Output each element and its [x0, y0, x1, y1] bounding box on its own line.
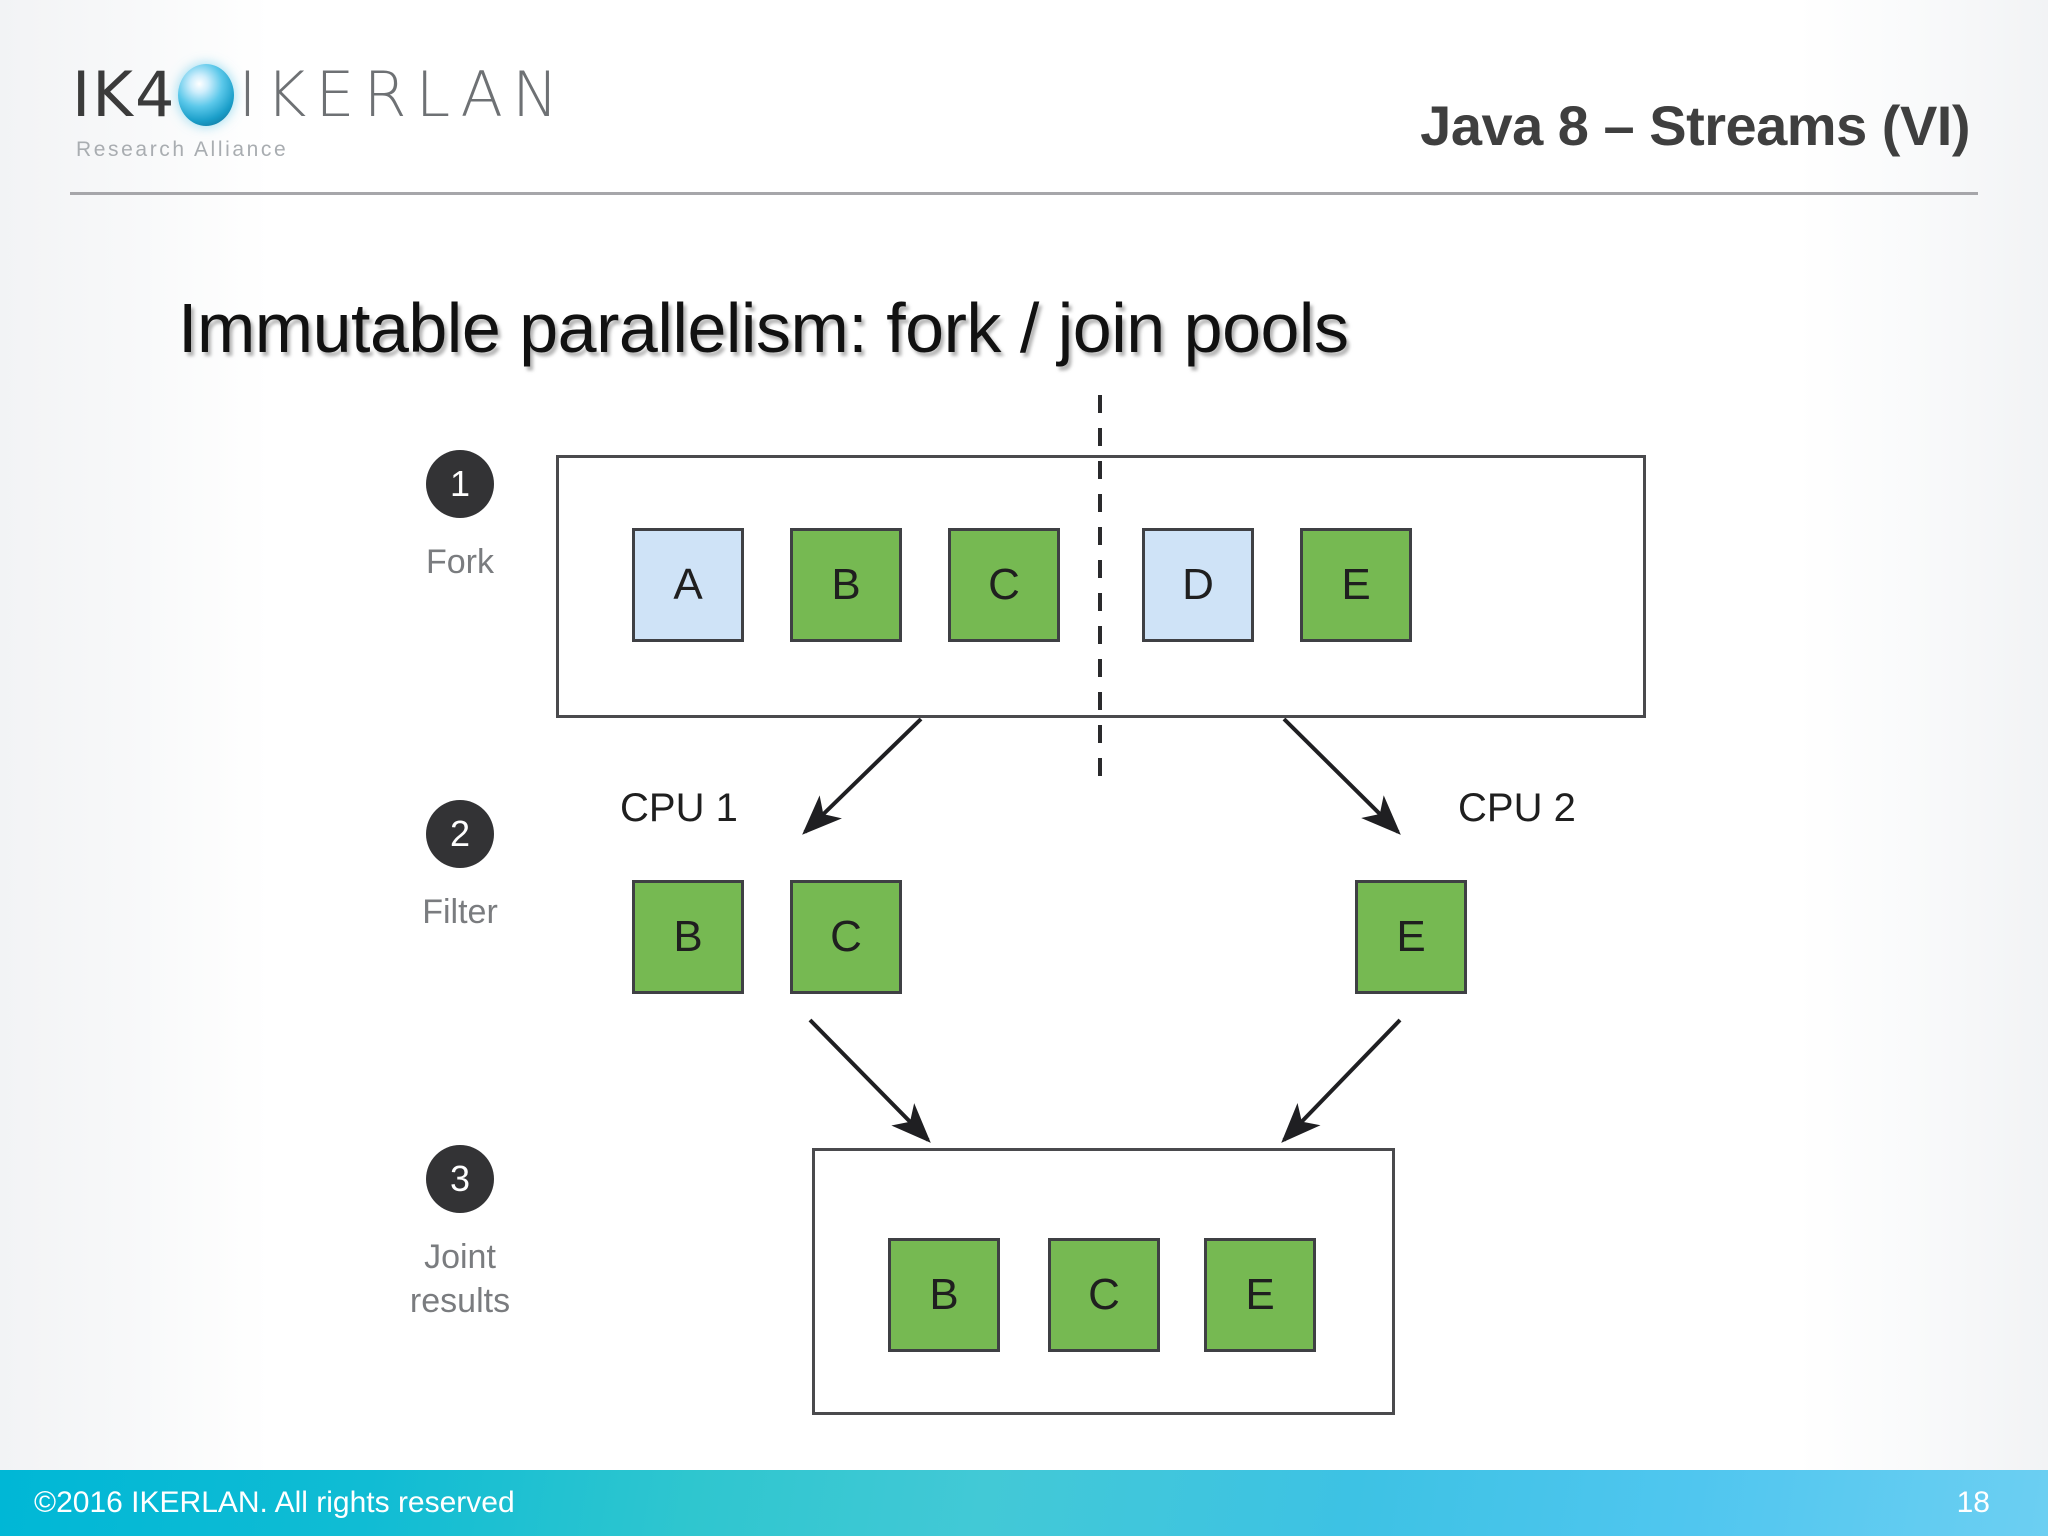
fork-item-b: B — [790, 528, 902, 642]
slide-footer: ©2016 IKERLAN. All rights reserved 18 — [0, 1470, 2048, 1536]
ikerlan-logo: IK4 IKERLAN Research Alliance — [72, 58, 592, 168]
filter-item-e: E — [1355, 880, 1467, 994]
step-filter: 2 Filter — [360, 800, 560, 934]
slide-title: Java 8 – Streams (VI) — [1420, 94, 1970, 157]
fork-item-d: D — [1142, 528, 1254, 642]
right-edge-shading — [1798, 0, 2048, 1470]
step-label: Fork — [426, 543, 494, 581]
step-label: Filter — [422, 893, 498, 931]
filter-item-b: B — [632, 880, 744, 994]
logo-ik4-text: IK4 — [72, 58, 177, 131]
filter-item-c: C — [790, 880, 902, 994]
fork-item-a: A — [632, 528, 744, 642]
arrow-cpu2-to-joint — [1281, 1018, 1402, 1143]
fork-item-e: E — [1300, 528, 1412, 642]
arrow-cpu1-to-joint — [808, 1018, 931, 1143]
arrow-fork-to-cpu1 — [802, 717, 923, 835]
step-fork: 1 Fork — [360, 450, 560, 584]
joint-results-container — [812, 1148, 1395, 1415]
cpu-2-label: CPU 2 — [1458, 786, 1576, 830]
fork-container — [556, 455, 1646, 718]
fork-item-c: C — [948, 528, 1060, 642]
step-number-badge: 2 — [426, 800, 494, 868]
page-title: Immutable parallelism: fork / join pools — [178, 289, 1349, 367]
joint-item-b: B — [888, 1238, 1000, 1352]
page-number: 18 — [1956, 1486, 1990, 1519]
logo-tagline: Research Alliance — [76, 138, 289, 161]
step-joint-results: 3 Joint results — [360, 1145, 560, 1323]
copyright-text: ©2016 IKERLAN. All rights reserved — [34, 1486, 515, 1519]
joint-item-e: E — [1204, 1238, 1316, 1352]
step-number-badge: 1 — [426, 450, 494, 518]
joint-item-c: C — [1048, 1238, 1160, 1352]
logo-wordmark: IK4 IKERLAN — [72, 58, 592, 132]
step-number-badge: 3 — [426, 1145, 494, 1213]
header-divider — [70, 192, 1978, 195]
arrow-fork-to-cpu2 — [1282, 717, 1401, 835]
left-edge-shading — [0, 0, 270, 1470]
cpu-1-label: CPU 1 — [620, 786, 738, 830]
logo-ikerlan-text: IKERLAN — [238, 58, 568, 131]
sphere-icon — [178, 64, 235, 126]
step-label: Joint results — [409, 1238, 511, 1320]
